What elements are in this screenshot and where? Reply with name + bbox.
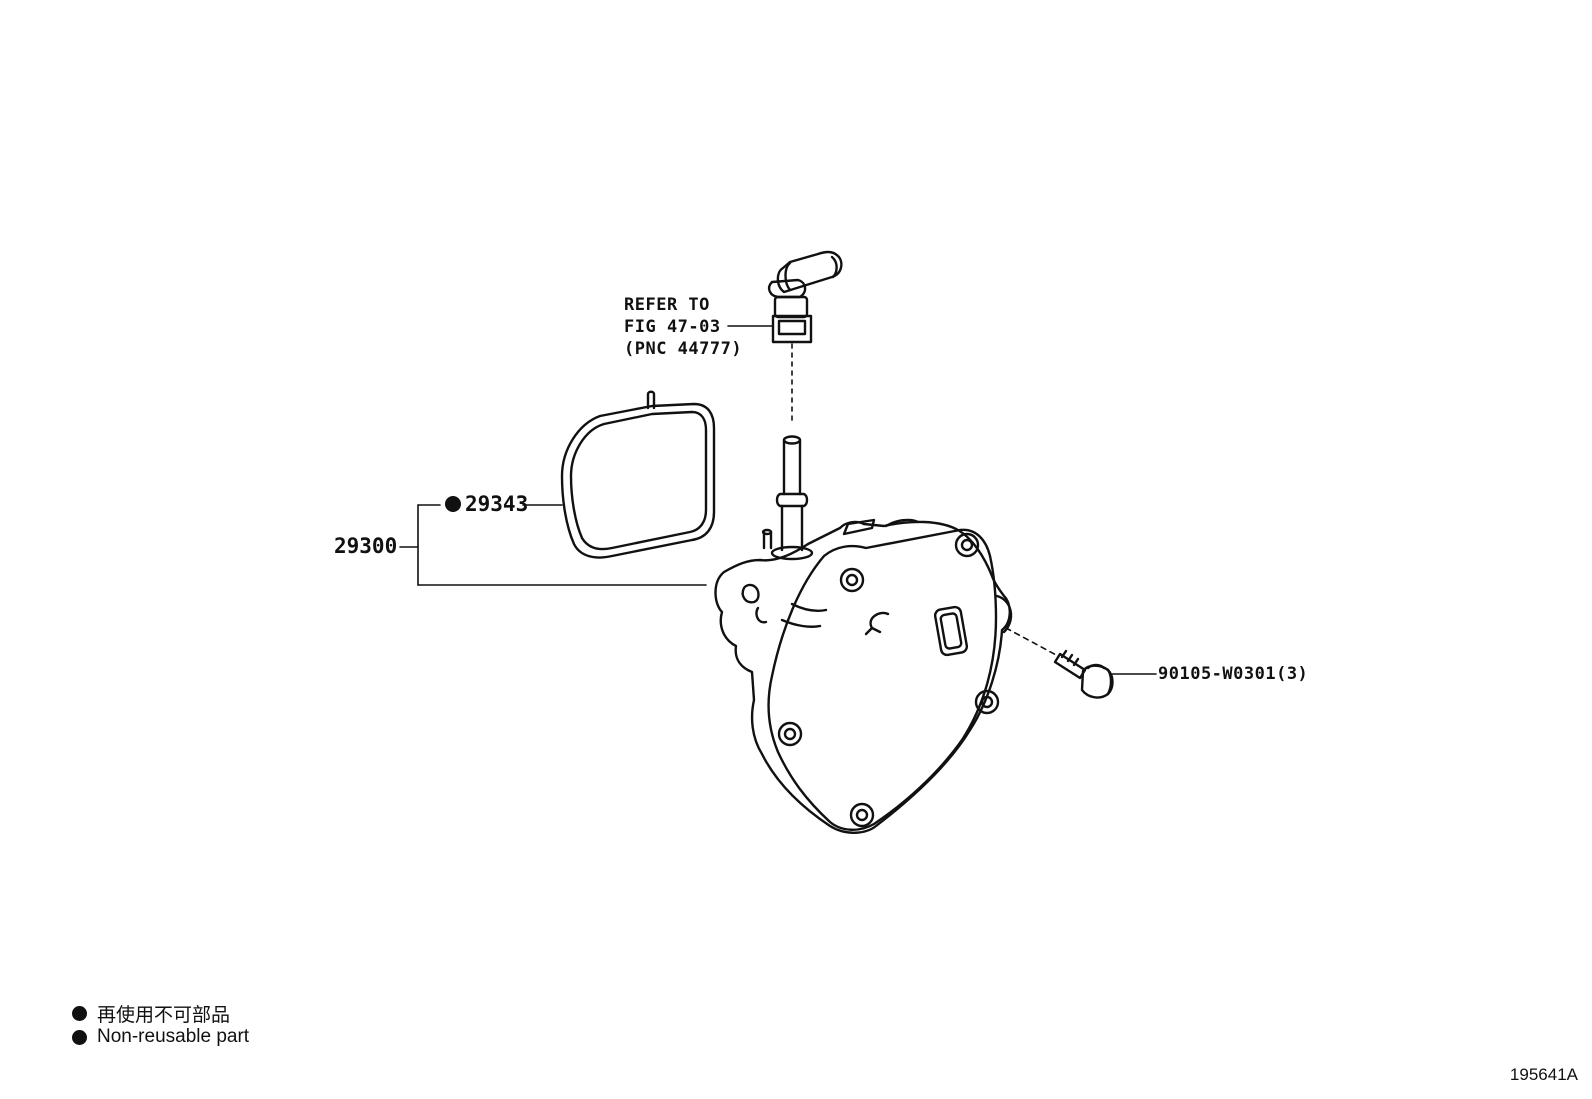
gasket-29343 [560,390,716,559]
legend-japanese: 再使用不可部品 [72,1000,230,1027]
gasket-part-label: 29343 [445,492,528,516]
non-reusable-marker-icon [445,496,461,512]
non-reusable-marker-icon [72,1006,87,1021]
pump-assembly-label: 29300 [334,534,398,558]
bolt-90105 [1053,649,1114,699]
refer-callout: REFER TO FIG 47-03 (PNC 44777) [624,294,742,360]
assembly-bracket [399,504,707,586]
figure-id: 195641A [1509,1065,1578,1084]
legend-english-text: Non-reusable part [97,1026,250,1047]
hose-connector [767,250,843,344]
legend-english: Non-reusable part [72,1026,249,1048]
bolt-dash-line [1005,627,1059,657]
non-reusable-marker-icon [72,1029,87,1045]
refer-line-1: REFER TO [624,295,710,315]
refer-line-3: (PNC 44777) [624,339,743,359]
vacuum-pump [714,435,1013,834]
legend-japanese-text: 再使用不可部品 [97,1005,231,1026]
refer-line-2: FIG 47-03 [624,317,721,337]
bolt-part-label: 90105-W0301(3) [1158,664,1309,684]
gasket-part-number: 29343 [465,492,529,516]
